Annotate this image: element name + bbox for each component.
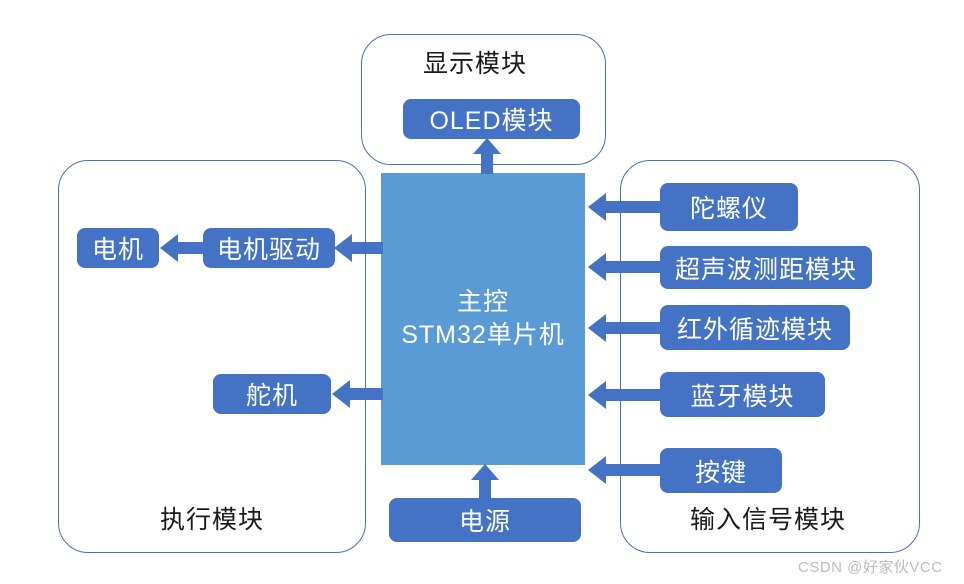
module-gyroscope[interactable]: 陀螺仪 <box>660 183 798 231</box>
arrow-button-to-mcu <box>588 455 662 485</box>
module-infrared-tracking[interactable]: 红外循迹模块 <box>660 305 850 350</box>
module-motor-driver[interactable]: 电机驱动 <box>203 228 335 268</box>
group-label-display: 显示模块 <box>423 50 528 78</box>
module-power-supply[interactable]: 电源 <box>389 498 581 542</box>
arrow-infrared-to-mcu <box>588 313 662 343</box>
arrow-mcu-to-servo <box>332 379 383 409</box>
arrow-bluetooth-to-mcu <box>588 380 662 410</box>
group-label-actuator: 执行模块 <box>160 506 265 534</box>
module-oled[interactable]: OLED模块 <box>403 99 580 139</box>
module-motor[interactable]: 电机 <box>77 228 159 268</box>
module-ultrasonic[interactable]: 超声波测距模块 <box>660 246 872 289</box>
arrow-ultrasonic-to-mcu <box>588 252 662 282</box>
mcu-main-controller[interactable]: 主控 STM32单片机 <box>381 173 585 465</box>
arrow-mcu-to-oled <box>472 138 502 174</box>
group-label-input: 输入信号模块 <box>690 506 847 534</box>
arrow-driver-to-motor <box>160 233 204 263</box>
group-actuator-module <box>58 160 366 553</box>
arrow-power-to-mcu <box>470 464 500 499</box>
module-servo[interactable]: 舵机 <box>213 374 331 414</box>
module-bluetooth[interactable]: 蓝牙模块 <box>660 372 825 417</box>
group-input-module <box>620 160 920 553</box>
arrow-mcu-to-driver <box>334 233 383 263</box>
watermark-csdn: CSDN @好家伙VCC <box>798 559 943 576</box>
mcu-line-1: 主控 <box>456 288 509 316</box>
arrow-gyroscope-to-mcu <box>588 192 662 222</box>
module-button[interactable]: 按键 <box>660 448 782 493</box>
mcu-line-2: STM32单片机 <box>401 321 565 349</box>
